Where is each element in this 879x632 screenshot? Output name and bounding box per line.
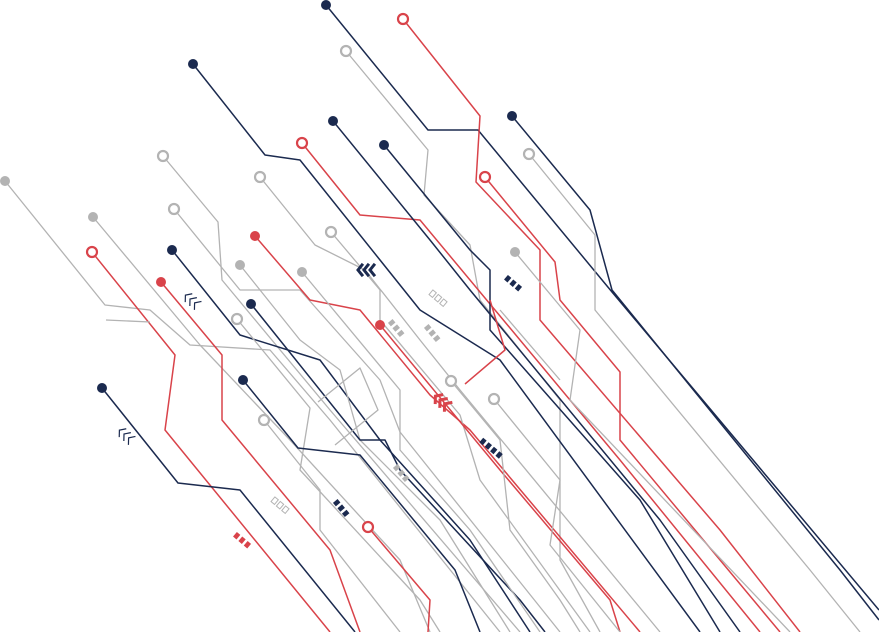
circuit-trace (402, 18, 801, 632)
circuit-trace (105, 319, 151, 323)
circuit-trace (493, 398, 621, 632)
circuit-node-ring (478, 170, 492, 184)
circuit-node-ring (257, 413, 271, 427)
dash-bars-icon (479, 437, 503, 459)
dash-bars-icon (423, 324, 441, 343)
circuit-node-dot (297, 267, 307, 277)
circuit-trace (236, 318, 441, 632)
circuit-trace (263, 419, 401, 632)
circuit-trace (345, 50, 601, 632)
circuit-trace (91, 251, 331, 632)
circuit-trace (514, 251, 791, 632)
circuit-node-dot (188, 59, 198, 69)
circuit-markers (118, 262, 523, 549)
chevron-arrows-icon (184, 293, 202, 310)
dash-bars-icon (387, 319, 405, 338)
dash-bars-icon (332, 499, 350, 518)
circuit-traces (4, 4, 879, 632)
circuit-trace (239, 264, 511, 632)
circuit-trace (92, 216, 431, 632)
circuit-trace (171, 249, 531, 632)
circuit-node-dot (510, 247, 520, 257)
dash-bars-icon (270, 496, 290, 515)
circuit-node-ring (253, 170, 267, 184)
circuit-trace (332, 120, 741, 632)
circuit-node-ring (339, 44, 353, 58)
circuit-trace (4, 180, 501, 632)
circuit-node-dot (375, 320, 385, 330)
circuit-trace (254, 235, 641, 632)
chevron-arrows-icon (433, 393, 453, 412)
circuit-node-ring (230, 312, 244, 326)
dash-bars-icon (392, 464, 410, 483)
circuit-trace (325, 4, 879, 611)
circuit-node-ring (396, 12, 410, 26)
circuit-trace (101, 387, 356, 632)
circuit-node-ring (167, 202, 181, 216)
circuit-node-dot (246, 299, 256, 309)
circuit-trace (528, 153, 861, 632)
circuit-trace (301, 271, 541, 632)
circuit-node-dot (379, 140, 389, 150)
circuit-trace (511, 115, 879, 621)
circuit-trace (162, 155, 521, 632)
circuit-trace (484, 176, 781, 632)
circuit-trace (317, 367, 379, 446)
circuit-node-dot (167, 245, 177, 255)
dash-bars-icon (428, 289, 448, 308)
circuit-node-ring (522, 147, 536, 161)
circuit-node-dot (88, 212, 98, 222)
circuit-trace (160, 281, 361, 632)
circuit-node-ring (85, 245, 99, 259)
circuit-node-dot (235, 260, 245, 270)
circuit-trace (330, 231, 591, 632)
circuit-trace (499, 309, 561, 381)
circuit-trace (250, 303, 546, 632)
dash-bars-icon (233, 531, 252, 549)
circuit-node-dot (507, 111, 517, 121)
circuit-node-dot (156, 277, 166, 287)
circuit-trace (259, 176, 661, 632)
circuit-trace (192, 63, 701, 632)
circuit-trace (173, 208, 561, 632)
circuit-trace (301, 142, 761, 632)
chevron-arrows-icon (118, 428, 136, 445)
circuit-node-dot (0, 176, 10, 186)
circuit-node-ring (444, 374, 458, 388)
circuit-node-dot (328, 116, 338, 126)
circuit-nodes (0, 0, 536, 534)
circuit-node-dot (97, 383, 107, 393)
circuit-trace (242, 379, 481, 632)
circuit-node-ring (156, 149, 170, 163)
circuit-node-dot (250, 231, 260, 241)
circuit-node-ring (361, 520, 375, 534)
circuit-trace (464, 299, 506, 385)
circuit-trace (450, 380, 581, 632)
chevron-arrows-icon (356, 262, 377, 278)
dash-bars-icon (504, 274, 523, 292)
circuit-node-dot (238, 375, 248, 385)
circuit-node-ring (487, 392, 501, 406)
circuit-node-ring (295, 136, 309, 150)
circuit-trace (379, 324, 621, 632)
circuit-node-dot (321, 0, 331, 10)
circuit-node-ring (324, 225, 338, 239)
circuit-trace (367, 526, 431, 632)
